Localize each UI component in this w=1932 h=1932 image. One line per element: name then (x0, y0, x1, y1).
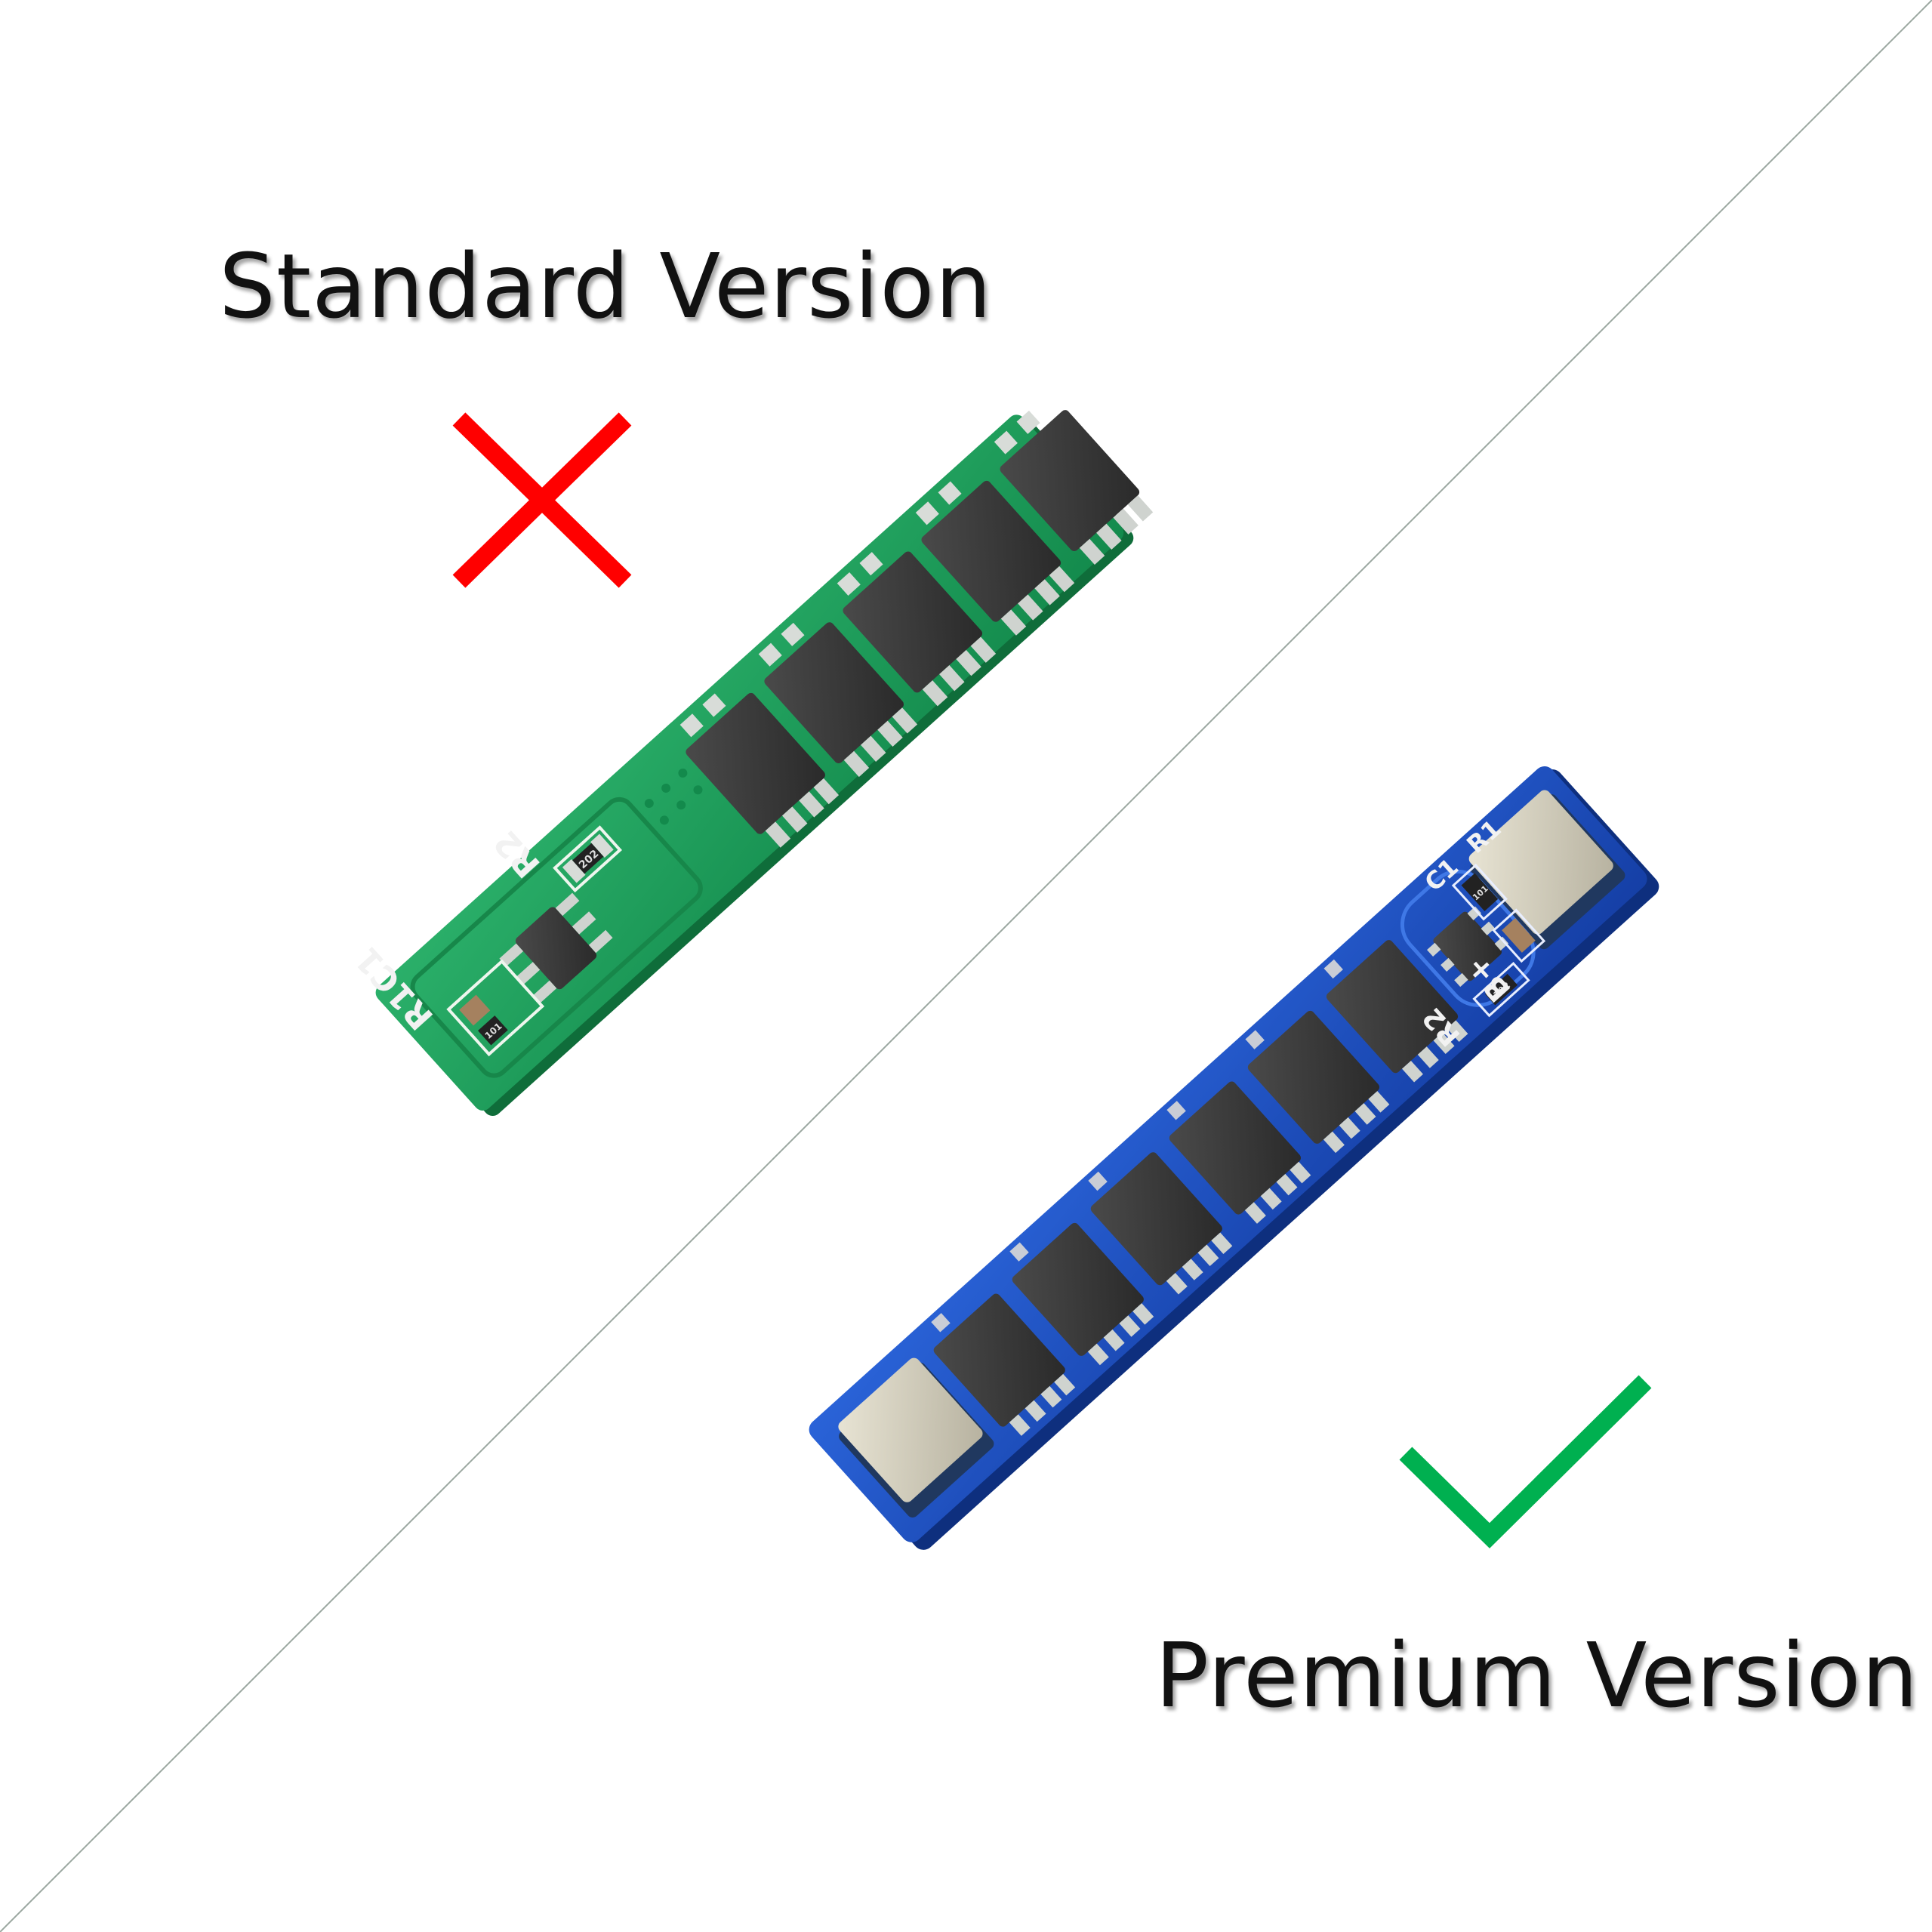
premium-version-label: Premium Version (1155, 1623, 1919, 1727)
premium-mosfet-row (931, 940, 1468, 1436)
check-icon (1399, 1375, 1652, 1548)
cross-icon (452, 412, 632, 588)
standard-r1-c1-components: 101 (446, 959, 545, 1057)
standard-via-dots (644, 768, 703, 825)
standard-version-label: Standard Version (219, 234, 993, 338)
standard-mosfet-row (679, 410, 1154, 848)
premium-pcb-board: 102 R2 101 R1 C1 B+ (809, 766, 1659, 1550)
standard-protection-ic (499, 892, 613, 1004)
premium-protection-ic (1427, 906, 1509, 988)
premium-r1-c1-components: 101 (1451, 863, 1546, 963)
standard-resistor-r2: 202 (553, 825, 622, 893)
standard-pcb-board: 202 R2 101 R1C1 (348, 410, 1154, 1117)
premium-resistor-r2: 102 (1472, 961, 1530, 1018)
premium-battery-pad-left (838, 1357, 994, 1518)
